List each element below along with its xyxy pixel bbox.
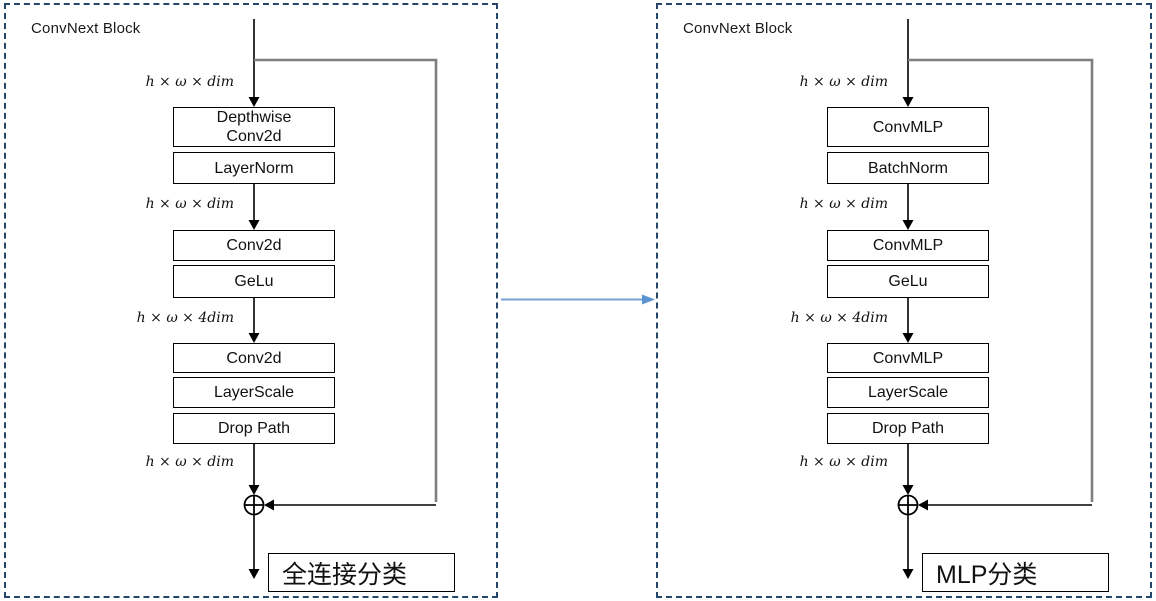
panel-title: ConvNext Block	[31, 20, 141, 37]
dim-label: h × ω × 4dim	[790, 310, 888, 326]
arrowhead-icon	[248, 97, 260, 107]
output-box-mlp-classify: MLP分类	[922, 553, 1109, 592]
connector-lines	[243, 19, 438, 579]
sum-circle-plus-icon	[243, 494, 265, 516]
arrowhead-icon	[248, 485, 260, 495]
panel-title: ConvNext Block	[683, 20, 793, 37]
arrowhead-icon	[248, 333, 260, 343]
arrowhead-icon	[918, 499, 928, 511]
panel-convnext-original: ConvNext Block h	[4, 3, 498, 598]
panel-transition-arrow	[501, 294, 655, 305]
block-convmlp-2: ConvMLP	[827, 230, 989, 261]
flow-arrowhead-icon	[642, 294, 655, 305]
dim-label: h × ω × dim	[145, 454, 234, 470]
block-batchnorm: BatchNorm	[827, 152, 989, 184]
arrowhead-icon	[902, 569, 914, 579]
connector-lines	[897, 19, 1094, 579]
block-gelu: GeLu	[827, 265, 989, 298]
dim-label: h × ω × dim	[145, 196, 234, 212]
dim-label: h × ω × dim	[799, 454, 888, 470]
sum-circle-plus-icon	[897, 494, 919, 516]
arrowhead-icon	[264, 499, 274, 511]
arrowhead-icon	[902, 97, 914, 107]
block-conv2d: Conv2d	[173, 230, 335, 261]
panel-convnext-mlp: ConvNext Block h × ω × dim h × ω × dim h…	[656, 3, 1152, 598]
arrowhead-icon	[902, 220, 914, 230]
output-box-fc-classify: 全连接分类	[268, 553, 455, 592]
dim-label: h × ω × dim	[799, 74, 888, 90]
block-convmlp: ConvMLP	[827, 107, 989, 147]
block-depthwise-conv2d: Depthwise Conv2d	[173, 107, 335, 147]
block-convmlp-3: ConvMLP	[827, 343, 989, 373]
dim-label: h × ω × dim	[799, 196, 888, 212]
arrowhead-icon	[902, 333, 914, 343]
block-drop-path: Drop Path	[827, 413, 989, 444]
block-gelu: GeLu	[173, 265, 335, 298]
dim-label: h × ω × dim	[145, 74, 234, 90]
block-layerscale: LayerScale	[173, 377, 335, 408]
arrowhead-icon	[248, 569, 260, 579]
block-drop-path: Drop Path	[173, 413, 335, 444]
arrowhead-icon	[902, 485, 914, 495]
arrowhead-icon	[248, 220, 260, 230]
block-layerscale: LayerScale	[827, 377, 989, 408]
block-conv2d-2: Conv2d	[173, 343, 335, 373]
block-layernorm: LayerNorm	[173, 152, 335, 184]
dim-label: h × ω × 4dim	[136, 310, 234, 326]
